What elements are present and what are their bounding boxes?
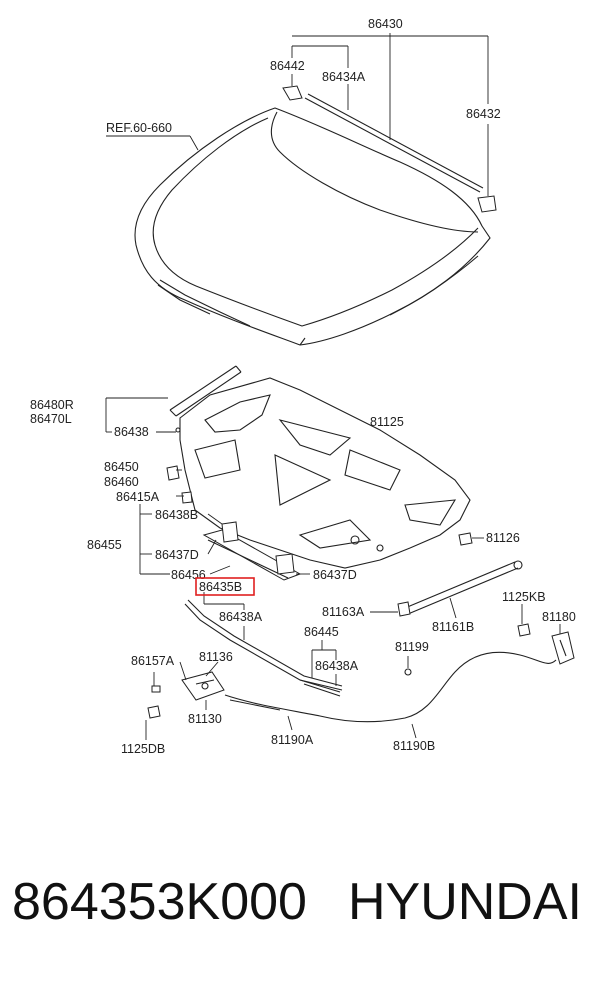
top-leader-lines xyxy=(106,33,489,196)
label-86432: 86432 xyxy=(466,107,501,121)
label-1125DB: 1125DB xyxy=(121,742,165,756)
label-86430: 86430 xyxy=(368,17,403,31)
label-81130: 81130 xyxy=(188,712,222,726)
hood-panel xyxy=(134,107,491,346)
part-number-text: 864353K000 xyxy=(12,873,307,931)
parts-diagram: 86430 86442 86434A 86432 REF.60-660 8648… xyxy=(30,17,576,756)
weather-strip xyxy=(169,365,242,417)
label-81161B: 81161B xyxy=(432,620,474,634)
label-81126: 81126 xyxy=(486,531,520,545)
gas-lift xyxy=(397,560,523,617)
caption-bar: 864353K000 HYUNDAI xyxy=(0,872,600,952)
label-86435B: 86435B xyxy=(199,580,242,594)
front-seal-assembly xyxy=(202,521,302,581)
label-86438A-lower: 86438A xyxy=(315,659,359,673)
release-rod xyxy=(184,599,343,693)
label-86438: 86438 xyxy=(114,425,149,439)
seal-86445 xyxy=(299,679,343,697)
label-86157A: 86157A xyxy=(131,654,175,668)
label-81190B: 81190B xyxy=(393,739,435,753)
label-86450: 86450 xyxy=(104,460,139,474)
label-86470L: 86470L xyxy=(30,412,72,426)
brand-text: HYUNDAI xyxy=(347,873,582,931)
label-86455: 86455 xyxy=(87,538,122,552)
part-labels: 86430 86442 86434A 86432 REF.60-660 8648… xyxy=(30,17,576,756)
highlight-box-86435B xyxy=(195,577,255,596)
label-81190A: 81190A xyxy=(271,733,314,747)
label-86438A-upper: 86438A xyxy=(219,610,263,624)
label-86445: 86445 xyxy=(304,625,339,639)
label-86437D-right: 86437D xyxy=(313,568,357,582)
label-86460: 86460 xyxy=(104,475,139,489)
clip-81126 xyxy=(458,532,473,546)
hood-insulator xyxy=(179,377,471,569)
label-86480R: 86480R xyxy=(30,398,74,412)
hood-bumpers xyxy=(166,427,193,504)
label-ref-60-660: REF.60-660 xyxy=(106,121,172,135)
label-81180: 81180 xyxy=(542,610,576,624)
label-86415A: 86415A xyxy=(116,490,160,504)
label-81199: 81199 xyxy=(395,640,429,654)
label-1125KB: 1125KB xyxy=(502,590,546,604)
hood-release-handle xyxy=(517,623,575,665)
hood-seal-strip xyxy=(282,85,497,213)
hood-latch xyxy=(147,671,225,719)
label-86437D-left: 86437D xyxy=(155,548,199,562)
label-86438B: 86438B xyxy=(155,508,198,522)
label-81163A: 81163A xyxy=(322,605,365,619)
label-86434A: 86434A xyxy=(322,70,366,84)
label-81136: 81136 xyxy=(199,650,233,664)
release-cables xyxy=(224,651,557,723)
label-81125: 81125 xyxy=(370,415,404,429)
label-86442: 86442 xyxy=(270,59,305,73)
leader-lines xyxy=(105,397,561,740)
